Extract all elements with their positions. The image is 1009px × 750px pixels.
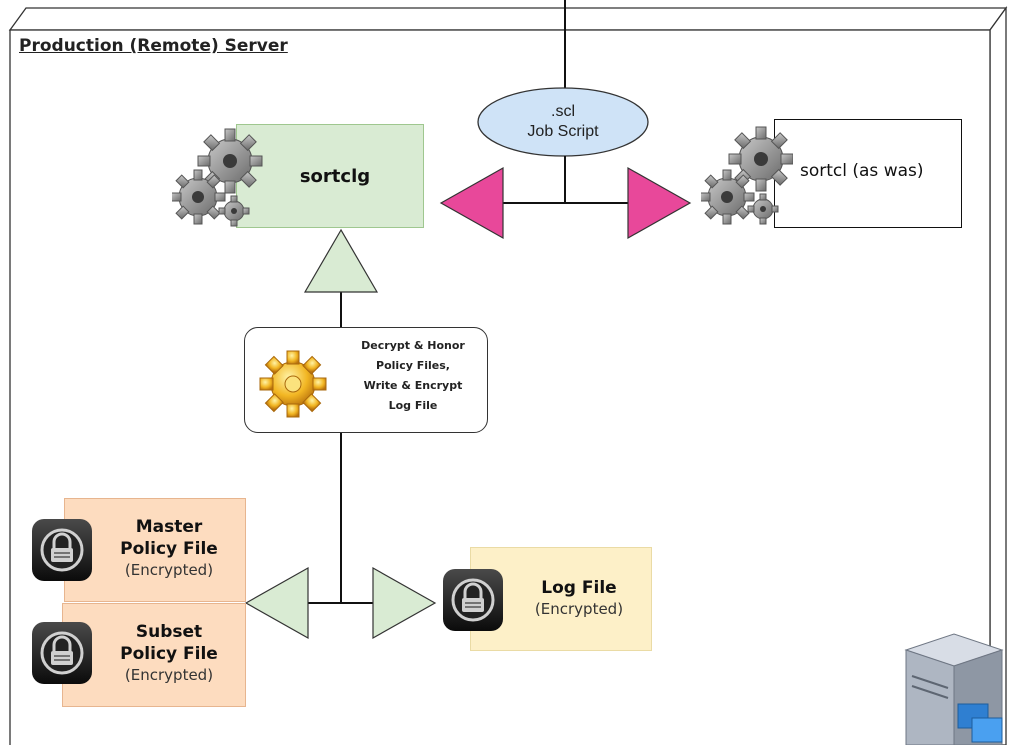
- process-line: Write & Encrypt: [363, 379, 463, 392]
- sortclg-gears-icon: [170, 121, 264, 233]
- subset-policy-file-box[interactable]: [62, 603, 246, 707]
- log-file-lock-icon: [441, 567, 505, 633]
- job-script-ellipse[interactable]: [477, 87, 649, 157]
- log-file-text: Log File (Encrypted): [506, 577, 652, 619]
- subset-policy-lock-icon: [30, 620, 94, 686]
- process-line: Policy Files,: [376, 359, 450, 372]
- process-line: Log File: [388, 399, 438, 412]
- master-policy-file-box[interactable]: [64, 498, 246, 602]
- arrow-to-sortclg: [439, 166, 504, 240]
- subset-policy-text: Subset Policy File (Encrypted): [96, 621, 242, 685]
- subset-policy-subtitle: (Encrypted): [124, 666, 214, 684]
- sortcl-gears-icon: [699, 121, 794, 233]
- server-icon: [902, 628, 1009, 746]
- subset-policy-title-2: Policy File: [120, 644, 218, 664]
- arrow-to-sortclg-up: [303, 228, 379, 293]
- job-script-line2: Job Script: [527, 123, 599, 140]
- arrow-to-policy-files: [244, 566, 309, 640]
- process-line: Decrypt & Honor: [361, 339, 465, 352]
- sortcl-label: sortcl (as was): [800, 161, 924, 181]
- master-policy-title-1: Master: [135, 517, 203, 537]
- sortclg-label: sortclg: [299, 165, 371, 187]
- master-policy-title-2: Policy File: [120, 539, 218, 559]
- log-file-subtitle: (Encrypted): [534, 600, 624, 618]
- job-script-label: .scl Job Script: [478, 88, 648, 156]
- sortcl-box[interactable]: [774, 119, 962, 228]
- sortclg-box[interactable]: [236, 124, 424, 228]
- master-policy-subtitle: (Encrypted): [124, 561, 214, 579]
- process-label: Decrypt & Honor Policy Files, Write & En…: [340, 336, 486, 416]
- arrow-to-log-file: [372, 566, 437, 640]
- log-file-title: Log File: [541, 578, 617, 598]
- master-policy-lock-icon: [30, 517, 94, 583]
- subset-policy-title-1: Subset: [135, 622, 203, 642]
- gear-gold-icon: [256, 349, 330, 419]
- arrow-to-sortcl: [627, 166, 692, 240]
- server-title: Production (Remote) Server: [19, 36, 288, 56]
- job-script-line1: .scl: [551, 103, 575, 120]
- master-policy-text: Master Policy File (Encrypted): [96, 516, 242, 580]
